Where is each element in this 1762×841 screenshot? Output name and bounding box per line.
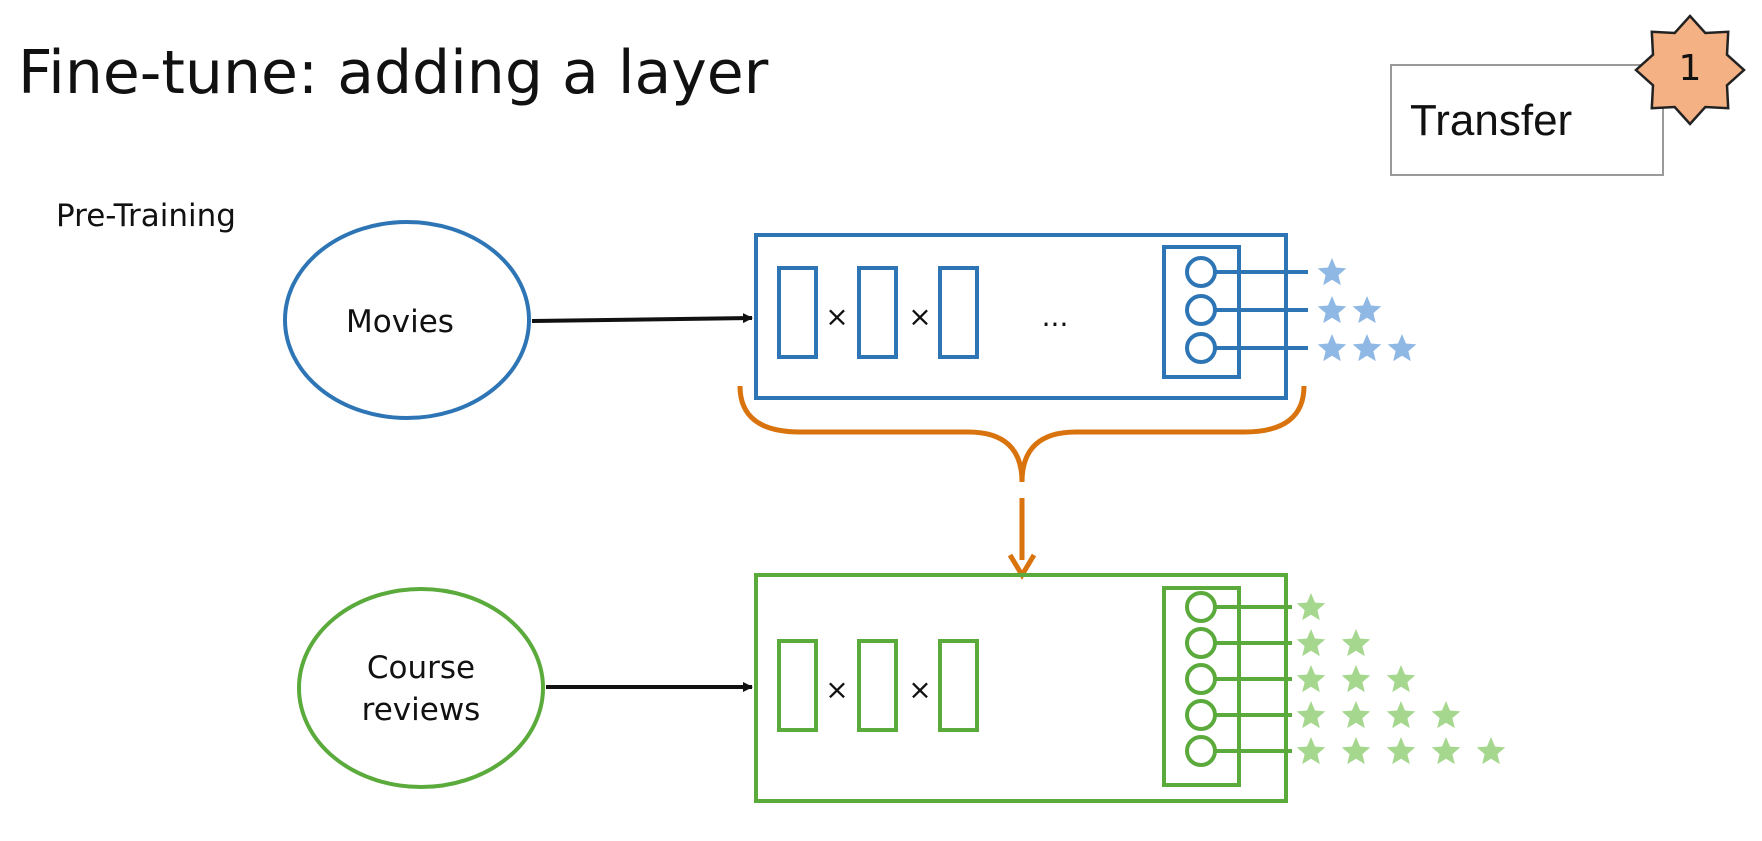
course-reviews-label-line-1: Course [367, 650, 475, 686]
finetuned-rating-star-icon [1296, 665, 1326, 693]
finetuned-rating-star-icon [1431, 701, 1461, 729]
finetuned-rating-star-icon [1386, 701, 1416, 729]
slide-title: Fine-tune: adding a layer [18, 38, 769, 108]
finetuned-layer-2 [857, 639, 898, 732]
pretrained-output-node [1185, 332, 1217, 364]
finetuned-output-node [1185, 735, 1217, 767]
pretrained-rating-star-icon [1317, 296, 1347, 324]
finetuned-output-node [1185, 627, 1217, 659]
finetuned-layer-3 [938, 639, 979, 732]
finetuned-model-box [754, 573, 1288, 803]
badge-star-icon [1634, 14, 1746, 126]
finetuned-rating-star-icon [1341, 629, 1371, 657]
finetuned-rating-star-icon [1296, 701, 1326, 729]
multiply-operator: × [908, 673, 931, 706]
step-number: 1 [1679, 48, 1702, 89]
finetuned-rating-star-icon [1431, 737, 1461, 765]
finetune-row: Course reviews × × [297, 573, 1506, 803]
finetuned-rating-star-icon [1296, 593, 1326, 621]
finetuned-output-node [1185, 699, 1217, 731]
finetuned-output-node [1185, 591, 1217, 623]
pretrained-rating-star-icon [1352, 334, 1382, 362]
transfer-label: Transfer [1410, 96, 1573, 145]
pretrained-model-box [754, 233, 1288, 400]
pretrained-rating-star-icon [1352, 296, 1382, 324]
finetuned-rating-star-icon [1296, 629, 1326, 657]
transfer-badge-box: Transfer [1390, 64, 1664, 176]
pretrained-output-nodes [1185, 256, 1417, 364]
pretraining-row: Movies × × ... [283, 220, 1417, 420]
finetuned-rating-star-icon [1386, 737, 1416, 765]
pretrained-rating-star-icon [1317, 258, 1347, 286]
finetuned-rating-star-icon [1341, 665, 1371, 693]
pretrained-output-node [1185, 256, 1217, 288]
finetuned-layer-1 [777, 639, 818, 732]
step-number-badge: 1 [1634, 14, 1746, 126]
multiply-operator: × [825, 300, 848, 333]
pretrained-output-node [1185, 294, 1217, 326]
pretrained-rating-star-icon [1317, 334, 1347, 362]
course-reviews-dataset-ellipse [297, 587, 545, 789]
transfer-brace [737, 385, 1307, 483]
ellipsis: ... [1042, 300, 1069, 333]
finetuned-rating-star-icon [1476, 737, 1506, 765]
finetuned-rating-star-icon [1386, 665, 1416, 693]
course-reviews-label-line-2: reviews [362, 692, 481, 728]
finetuned-rating-star-icon [1341, 737, 1371, 765]
multiply-operator: × [908, 300, 931, 333]
pretrained-layer-2 [857, 266, 898, 359]
multiply-operator: × [825, 673, 848, 706]
pretrained-layer-3 [938, 266, 979, 359]
movies-dataset-ellipse [283, 220, 531, 420]
movies-label: Movies [346, 304, 454, 340]
new-output-layer [1162, 586, 1241, 787]
finetuned-rating-star-icon [1341, 701, 1371, 729]
finetuned-output-node [1185, 663, 1217, 695]
pretrained-layer-1 [777, 266, 818, 359]
transfer-connector [737, 385, 1307, 580]
new-output-nodes [1185, 591, 1506, 767]
pretrained-rating-star-icon [1387, 334, 1417, 362]
finetuned-rating-star-icon [1296, 737, 1326, 765]
pretraining-label: Pre-Training [56, 198, 236, 234]
movies-input-arrow [531, 313, 753, 324]
